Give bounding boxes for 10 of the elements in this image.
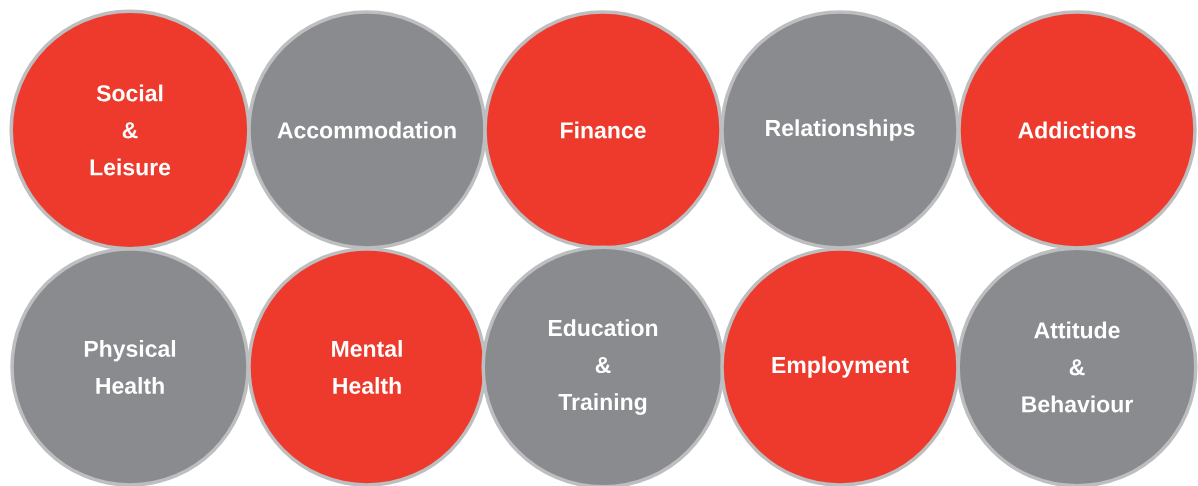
- circle-node: Finance: [483, 10, 723, 250]
- circle-node: Physical Health: [10, 247, 250, 486]
- circle-node: Attitude & Behaviour: [956, 246, 1198, 486]
- circle-node: Mental Health: [247, 247, 487, 486]
- circle-node: Relationships: [720, 10, 960, 250]
- circle-node: Social & Leisure: [9, 9, 251, 251]
- circle-node: Accommodation: [247, 10, 487, 250]
- circle-node: Addictions: [957, 10, 1197, 250]
- circle-node: Employment: [720, 247, 960, 486]
- circle-node: Education & Training: [481, 245, 725, 486]
